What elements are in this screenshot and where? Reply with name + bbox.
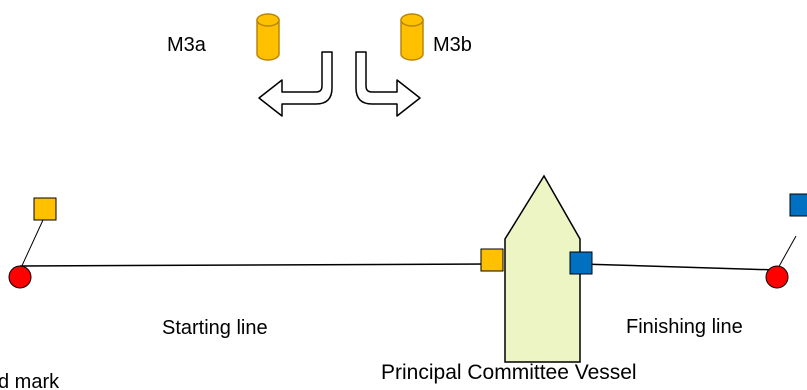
- curved-arrow-right-icon: [355, 51, 421, 117]
- buoy-m3a-icon: [256, 13, 280, 61]
- left-mark-yellow-flag: [33, 197, 57, 221]
- finishing-line: [580, 263, 778, 271]
- buoy-m3b-icon: [400, 13, 424, 61]
- right-end-mark: [765, 265, 789, 289]
- mark-label-m3b: M3b: [433, 34, 472, 56]
- mark-label-m3a: M3a: [167, 34, 206, 56]
- curved-arrow-left-icon: [258, 51, 333, 117]
- vessel-blue-flag: [569, 251, 593, 275]
- vessel-yellow-flag: [480, 248, 504, 272]
- vessel-label: Principal Committee Vessel: [381, 361, 637, 384]
- finishing-line-label: Finishing line: [626, 316, 743, 338]
- right-mark-blue-flag: [789, 193, 807, 217]
- starting-line-label: Starting line: [162, 317, 268, 339]
- right-mark-staff: [776, 235, 797, 271]
- left-end-mark: [8, 265, 32, 289]
- left-mark-staff: [19, 219, 44, 271]
- starting-line: [19, 263, 491, 267]
- committee-vessel: [504, 174, 581, 363]
- end-mark-label: d mark: [0, 371, 60, 390]
